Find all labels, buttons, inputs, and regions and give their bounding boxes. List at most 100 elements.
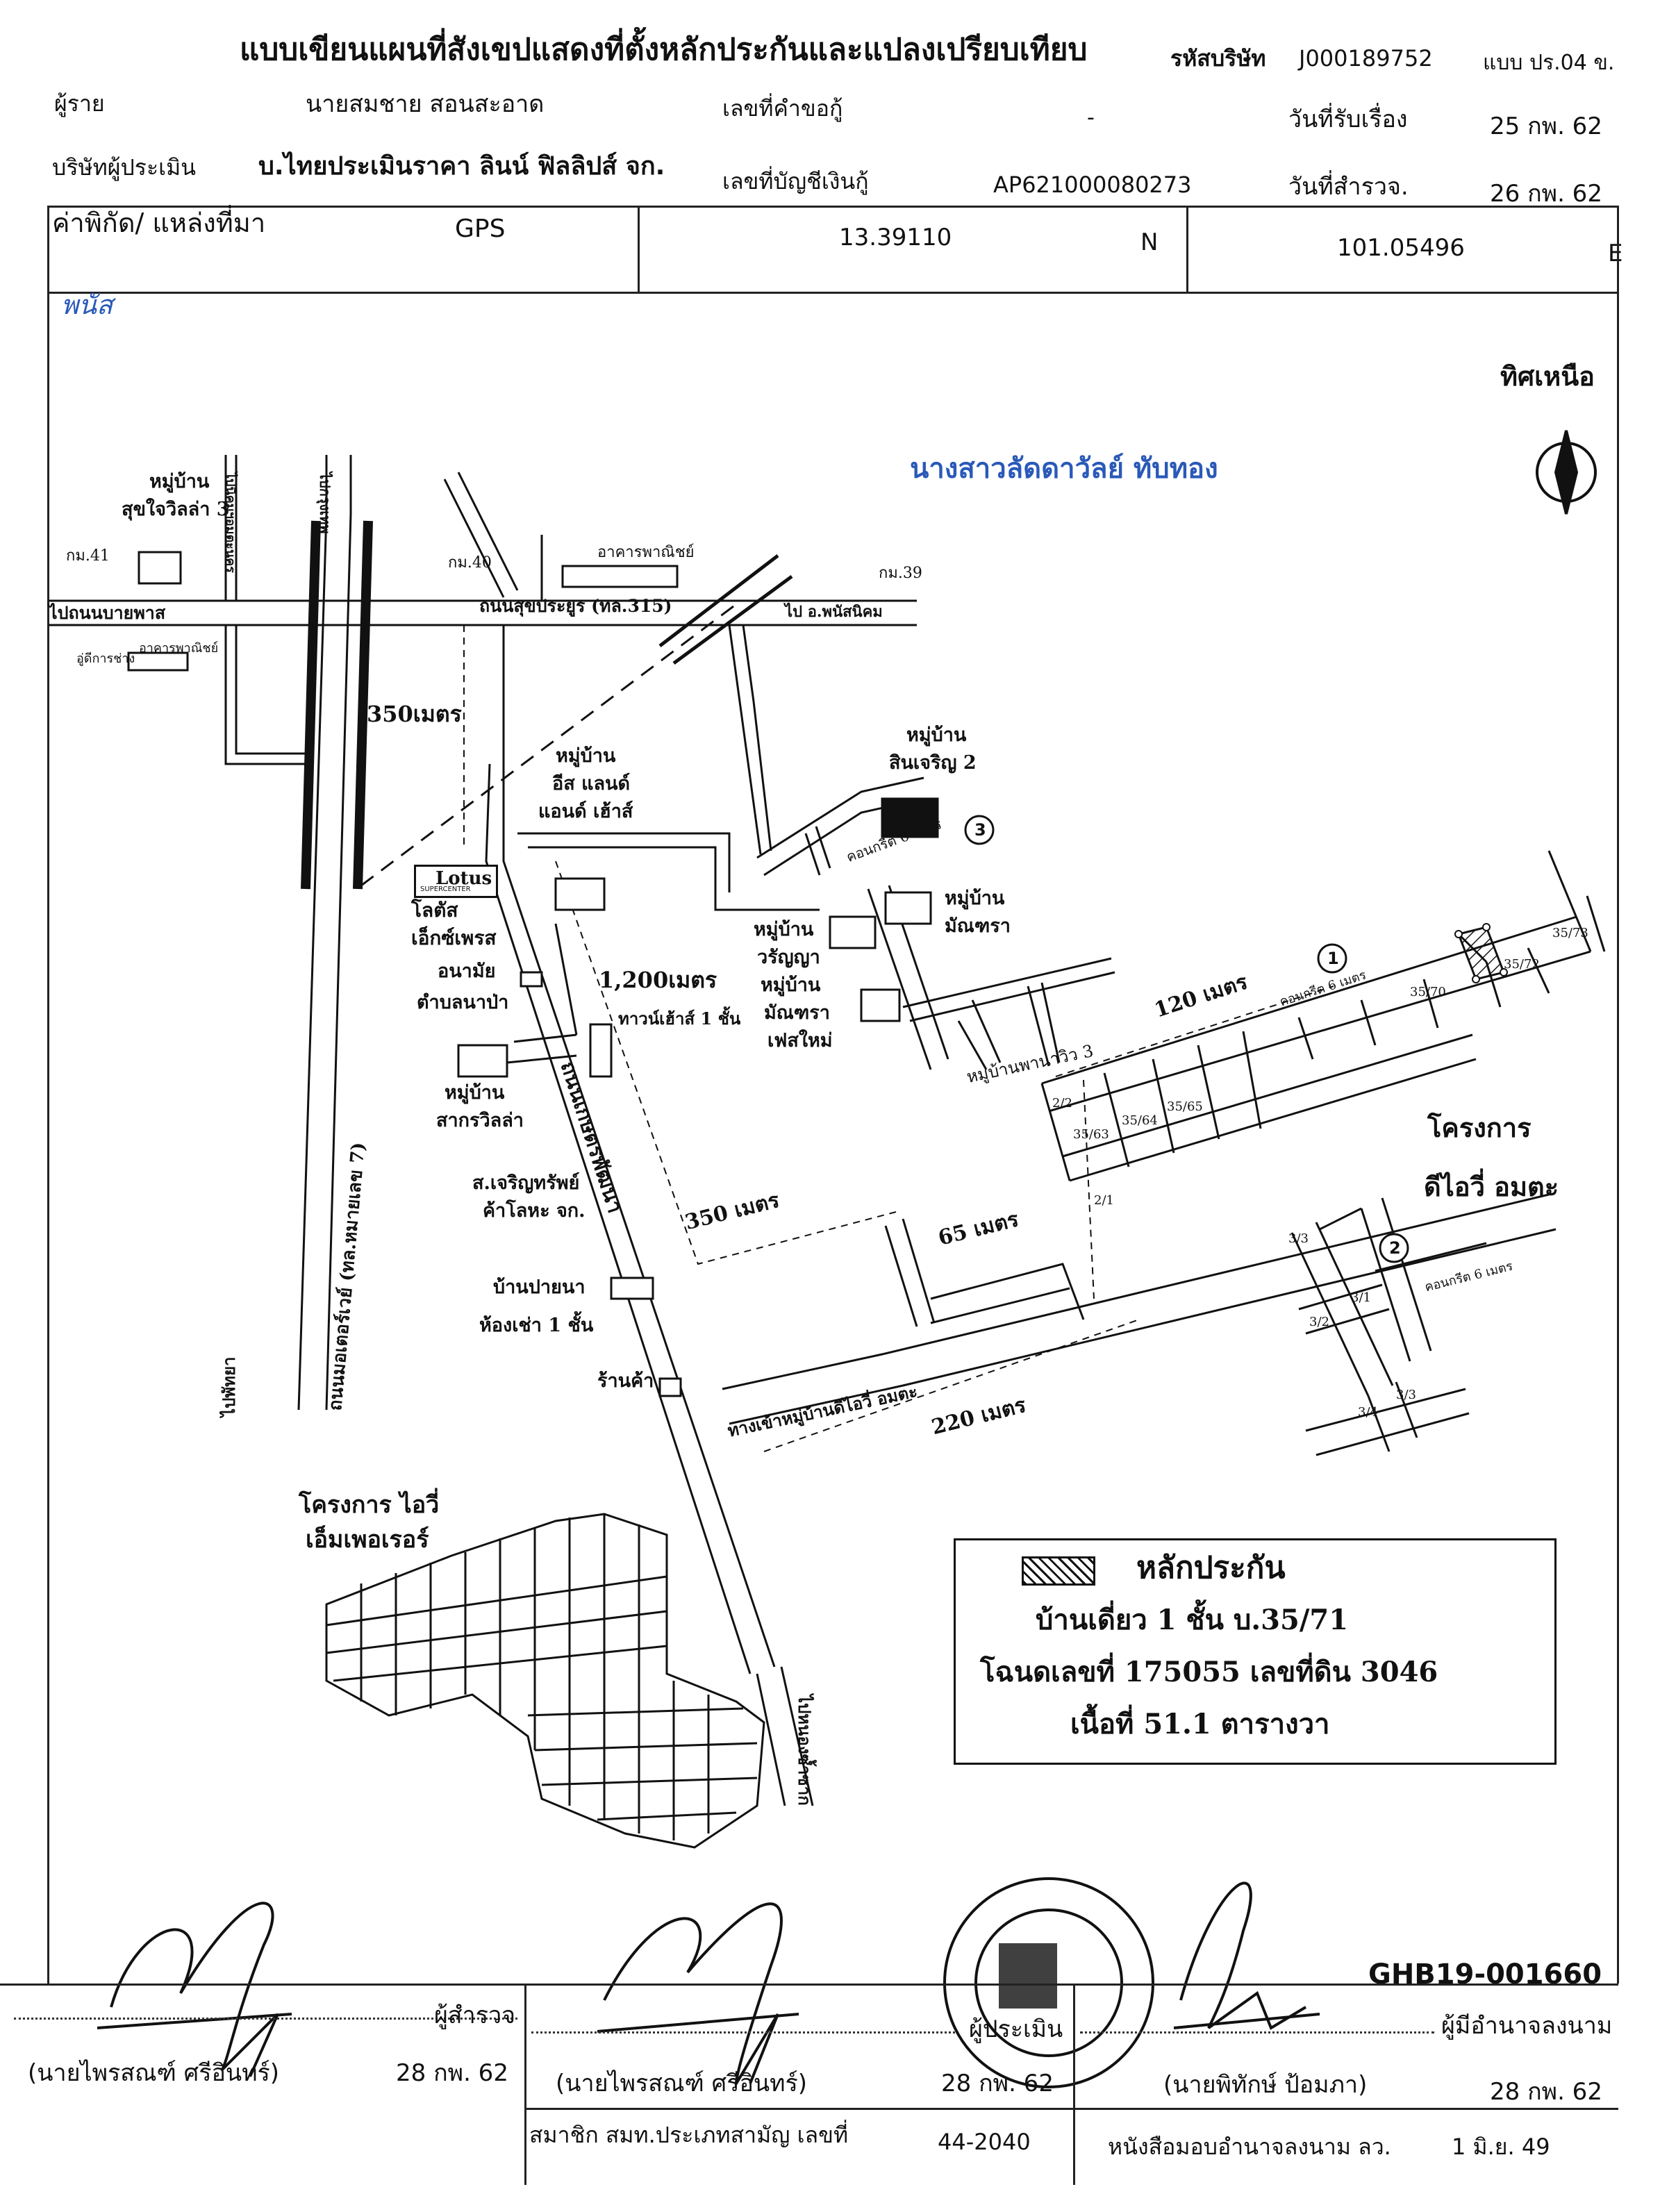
garage-label: อู่ดีการช่าง xyxy=(76,651,135,666)
lotus-express: เอ็กซ์เพรส xyxy=(411,926,497,949)
project-diivee-2: ดีไอวี่ อมตะ xyxy=(1424,1171,1559,1202)
collateral-lot xyxy=(1456,926,1506,981)
lot-21: 2/1 xyxy=(1094,1193,1114,1208)
power-label: หนังสือมอบอำนาจลงนาม ลว. xyxy=(1108,2134,1391,2160)
townhouse-label: ทาวน์เฮ้าส์ 1 ชั้น xyxy=(618,1008,741,1029)
to-bangkok-label: ไปกรุงเทพ xyxy=(317,472,333,534)
village-waranya: หมู่บ้าน xyxy=(754,919,814,940)
signature-icons xyxy=(97,1881,1320,2089)
lower-roads xyxy=(722,1193,1557,1425)
marker-3-icon xyxy=(964,815,995,845)
motorway xyxy=(224,455,373,1411)
received-label: วันที่รับเรื่อง xyxy=(1288,106,1408,133)
borrower-name: นายสมชาย สอนสะอาด xyxy=(306,90,545,118)
sukprayoon-road-label: ถนนสุขประยูร (ทล.315) xyxy=(479,596,672,616)
lotus-name: โลตัส xyxy=(411,899,458,922)
member-label: สมาชิก สมท.ประเภทสามัญ เลขที่ xyxy=(529,2122,849,2148)
received-date: 25 กพ. 62 xyxy=(1490,113,1602,140)
legend-line-1: บ้านเดี่ยว 1 ชั้น บ.35/71 xyxy=(1036,1604,1349,1636)
legend-line-2: โฉนดเลขที่ 175055 เลขที่ดิน 3046 xyxy=(980,1656,1438,1688)
coords-label: ค่าพิกัด/ แหล่งที่มา xyxy=(52,208,266,238)
survey-label: วันที่สำรวจ. xyxy=(1288,173,1409,201)
village-sincharoen: หมู่บ้าน xyxy=(906,724,967,746)
village-mantra-new-3: เฟสใหม่ xyxy=(767,1030,833,1051)
circle-3-label: 3 xyxy=(974,820,986,840)
survey-date: 26 กพ. 62 xyxy=(1490,180,1602,208)
company-seal-icon xyxy=(943,1877,1154,2088)
loan-account-label: เลขที่บัญชีเงินกู้ xyxy=(722,168,869,194)
km39-label: กม.39 xyxy=(879,565,922,582)
commercial-blocks xyxy=(127,565,679,1300)
lot-3570: 35/70 xyxy=(1410,985,1446,999)
lot-3564: 35/64 xyxy=(1122,1113,1158,1128)
middle-roads xyxy=(728,624,1115,1070)
north-arrow-icon xyxy=(1536,430,1597,515)
handwritten-initials: พนัส xyxy=(61,290,113,320)
marker-1-icon xyxy=(1317,943,1347,974)
loan-request-value: - xyxy=(1087,106,1095,130)
village-isl: หมู่บ้าน xyxy=(556,745,616,767)
house-icons xyxy=(138,551,939,1397)
form-code: แบบ ปร.04 ข. xyxy=(1483,51,1615,75)
anamai-label: อนามัย xyxy=(438,961,496,982)
ban-payna: บ้านปายนา xyxy=(493,1277,586,1298)
village-sukjai-2: สุขใจวิลล่า 3 xyxy=(122,499,230,520)
circle-1-label: 1 xyxy=(1327,949,1339,968)
commercial-label-1: อาคารพาณิชย์ xyxy=(597,544,695,561)
village-sakorn: หมู่บ้าน xyxy=(445,1082,505,1104)
authorized-name: (นายพิทักษ์ ป้อมภา) xyxy=(1163,2071,1368,2099)
coords-lon-dir: E xyxy=(1608,240,1623,267)
lot-33b: 3/3 xyxy=(1396,1388,1416,1402)
hatch-swatch-icon xyxy=(1022,1556,1095,1586)
sukprayoon-road xyxy=(49,599,917,626)
authorized-role: ผู้มีอำนาจลงนาม xyxy=(1441,2012,1613,2040)
lotus-logo: Lotus SUPERCENTER xyxy=(414,865,498,898)
frame-left xyxy=(47,206,49,1984)
lot-34: 3/4 xyxy=(1358,1405,1378,1420)
road-to-bypass: ไปถนนบายพาส xyxy=(49,603,166,623)
lot-22: 2/2 xyxy=(1052,1096,1072,1111)
dist-1200: 1,200เมตร xyxy=(599,967,717,993)
to-amata-label: ไปนิคมฯอมตะนคร xyxy=(223,472,238,573)
lot-33a: 3/3 xyxy=(1288,1231,1309,1246)
handwritten-name: นางสาวลัดดาวัลย์ ทับทอง xyxy=(910,452,1218,485)
route-dashes xyxy=(463,625,1334,1452)
charoensap-label: ส.เจริญทรัพย์ xyxy=(472,1172,580,1194)
village-mantra-new-2: มัณฑรา xyxy=(764,1002,830,1024)
km40-label: กม.40 xyxy=(448,554,492,572)
legend-title: หลักประกัน xyxy=(1136,1550,1286,1586)
loan-request-label: เลขที่คำขอกู้ xyxy=(722,95,843,122)
coords-source: GPS xyxy=(455,215,506,243)
surveyor-date: 28 กพ. 62 xyxy=(396,2059,508,2087)
project-diivee: โครงการ xyxy=(1427,1112,1532,1143)
shop-label: ร้านค้า xyxy=(597,1370,654,1392)
form-title: แบบเขียนแผนที่สังเขปแสดงที่ตั้งหลักประกั… xyxy=(240,32,1088,67)
ivee-lattice xyxy=(325,1513,765,1849)
power-date: 1 มิ.ย. 49 xyxy=(1452,2134,1550,2160)
lot-3573: 35/73 xyxy=(1552,926,1588,940)
village-sukjai: หมู่บ้าน xyxy=(149,471,210,492)
village-sincharoen-2: สินเจริญ 2 xyxy=(889,752,977,774)
project-ivee: โครงการ ไอวี่ xyxy=(299,1491,440,1519)
authorized-date: 28 กพ. 62 xyxy=(1490,2078,1602,2106)
village-mantra-new: หมู่บ้าน xyxy=(761,974,821,996)
commercial-label-2: อาคารพาณิชย์ xyxy=(139,641,219,656)
km41-label: กม.41 xyxy=(66,547,110,565)
lot-3572: 35/72 xyxy=(1504,957,1540,972)
circle-2-label: 2 xyxy=(1389,1238,1401,1258)
village-waranya-2: วรัญญา xyxy=(757,947,820,968)
coords-lat: 13.39110 xyxy=(839,224,952,251)
rail-crossing xyxy=(658,554,793,665)
borrower-label: ผู้ราย xyxy=(54,90,105,117)
main-road xyxy=(485,625,814,1806)
project-ivee-2: เอ็มเพอเรอร์ xyxy=(306,1526,429,1554)
lot-3563: 35/63 xyxy=(1073,1127,1109,1142)
loan-account-value: AP621000080273 xyxy=(993,172,1192,198)
north-label: ทิศเหนือ xyxy=(1500,360,1595,392)
dashed-crossing xyxy=(360,603,737,887)
tambon-label: ตำบลนาป่า xyxy=(417,992,509,1013)
diivee-grid xyxy=(1040,850,1606,1456)
appraiser-date: 28 กพ. 62 xyxy=(941,2070,1054,2097)
dist-350-top: 350เมตร xyxy=(367,701,462,727)
